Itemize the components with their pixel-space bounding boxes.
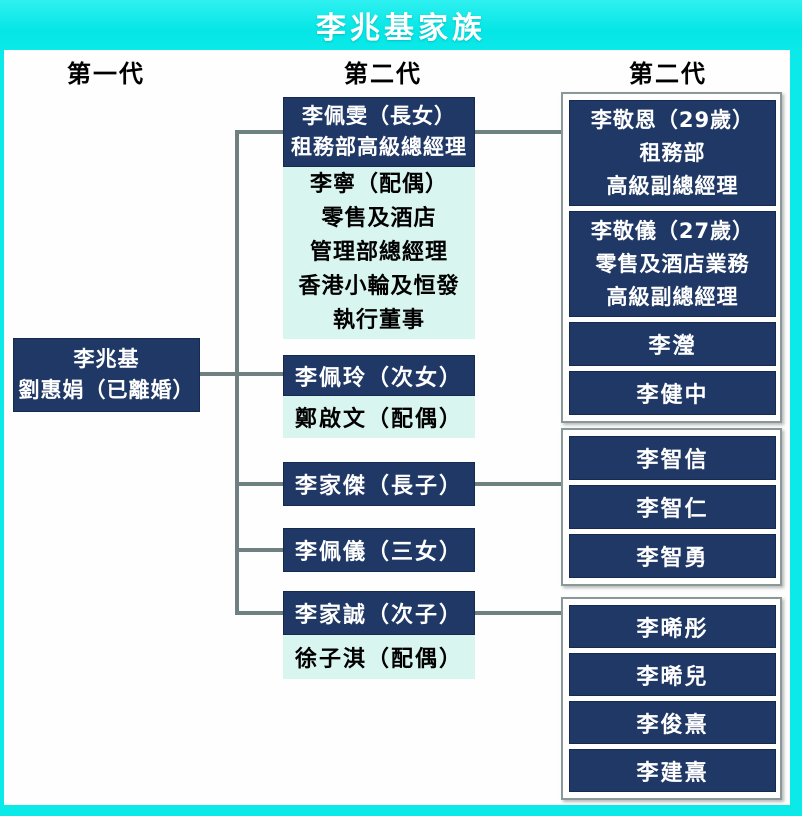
grandchild-box: 李俊熹 [569, 701, 776, 744]
grandchild-name: 李智仁 [636, 497, 709, 522]
third-daughter-box: 李佩儀（三女） [283, 528, 475, 572]
eldest-daughter-name: 李佩雯（長女） [302, 104, 456, 128]
eldest-daughter-spouse-box: 李寧（配偶） 零售及酒店 管理部總經理 香港小輪及恒發 執行董事 [283, 167, 475, 339]
spouse-title-3: 香港小輪及恒發 [298, 274, 460, 299]
grandchild-box: 李健中 [569, 371, 776, 415]
grandchild-title: 高級副總經理 [606, 173, 739, 198]
grandchild-name-and-age: 李敬恩（29歲） [590, 107, 755, 132]
founder-ex-wife-name: 劉惠娟（已離婚） [18, 378, 195, 402]
grandchild-name: 李智勇 [636, 546, 709, 571]
grandchild-title: 高級副總經理 [606, 284, 739, 309]
connector-founder-to-tree [200, 372, 283, 376]
second-son-box: 李家誠（次子） [283, 591, 475, 635]
grandchildren-group-eldest-daughter: 李敬恩（29歲） 租務部 高級副總經理 李敬儀（27歲） 零售及酒店業務 高級副… [561, 92, 782, 423]
grandchild-name: 李俊熹 [636, 712, 709, 738]
grandchild-box: 李智信 [569, 436, 776, 480]
grandchild-name: 李晞彤 [636, 616, 709, 642]
grandchild-name: 李晞兒 [636, 664, 709, 690]
founder-name: 李兆基 [73, 347, 140, 371]
grandchild-name: 李智信 [636, 448, 709, 473]
second-daughter-box: 李佩玲（次女） [283, 355, 475, 396]
title-bar: 李兆基家族 [0, 0, 802, 50]
grandchildren-group-second-son: 李晞彤 李晞兒 李俊熹 李建熹 [561, 597, 782, 800]
connector-branch-eldest-daughter [235, 130, 283, 134]
grandchild-name-and-age: 李敬儀（27歲） [590, 218, 755, 243]
connector-second-son-to-children [475, 611, 561, 615]
connector-branch-second-son [235, 611, 283, 615]
second-son-spouse-box: 徐子淇（配偶） [283, 635, 475, 679]
grandchild-box: 李瀅 [569, 322, 776, 366]
column-header-generation-2: 第二代 [344, 60, 422, 88]
grandchild-name: 李建熹 [636, 760, 709, 786]
spouse-title-1: 零售及酒店 [321, 206, 437, 231]
eldest-daughter-box: 李佩雯（長女） 租務部高級總經理 [283, 97, 475, 167]
spouse-title-4: 執行董事 [332, 308, 425, 333]
grandchild-dept: 租務部 [639, 140, 706, 165]
eldest-son-name: 李家傑（長子） [294, 474, 463, 499]
connector-branch-third-daughter [235, 548, 283, 552]
column-header-generation-3: 第二代 [629, 60, 707, 88]
grandchild-dept: 零售及酒店業務 [595, 251, 750, 276]
second-daughter-name: 李佩玲（次女） [294, 365, 463, 391]
second-son-spouse-name: 徐子淇（配偶） [294, 647, 463, 672]
grandchild-box: 李智仁 [569, 485, 776, 529]
second-daughter-spouse-name: 鄭啟文（配偶） [294, 407, 463, 432]
column-header-generation-1: 第一代 [67, 60, 145, 88]
eldest-daughter-title: 租務部高級總經理 [291, 135, 467, 159]
spouse-title-2: 管理部總經理 [309, 240, 448, 265]
second-son-name: 李家誠（次子） [294, 603, 463, 628]
third-daughter-name: 李佩儀（三女） [294, 540, 463, 565]
connector-eldest-son-to-children [475, 482, 561, 486]
grandchild-box: 李建熹 [569, 749, 776, 792]
grandchild-box: 李智勇 [569, 534, 776, 578]
founder-box: 李兆基 劉惠娟（已離婚） [13, 338, 200, 412]
connector-trunk [235, 130, 239, 615]
grandchild-box: 李晞彤 [569, 605, 776, 648]
grandchild-box: 李敬恩（29歲） 租務部 高級副總經理 [569, 100, 776, 206]
page-title: 李兆基家族 [316, 11, 486, 46]
grandchild-name: 李瀅 [648, 334, 697, 359]
second-daughter-spouse-box: 鄭啟文（配偶） [283, 396, 475, 438]
eldest-son-box: 李家傑（長子） [283, 462, 475, 506]
connector-eldest-daughter-to-children [475, 130, 561, 134]
spouse-name: 李寧（配偶） [309, 172, 448, 197]
grandchild-box: 李晞兒 [569, 653, 776, 696]
grandchild-name: 李健中 [636, 383, 709, 408]
grandchild-box: 李敬儀（27歲） 零售及酒店業務 高級副總經理 [569, 211, 776, 317]
grandchildren-group-eldest-son: 李智信 李智仁 李智勇 [561, 428, 782, 586]
connector-branch-eldest-son [235, 482, 283, 486]
